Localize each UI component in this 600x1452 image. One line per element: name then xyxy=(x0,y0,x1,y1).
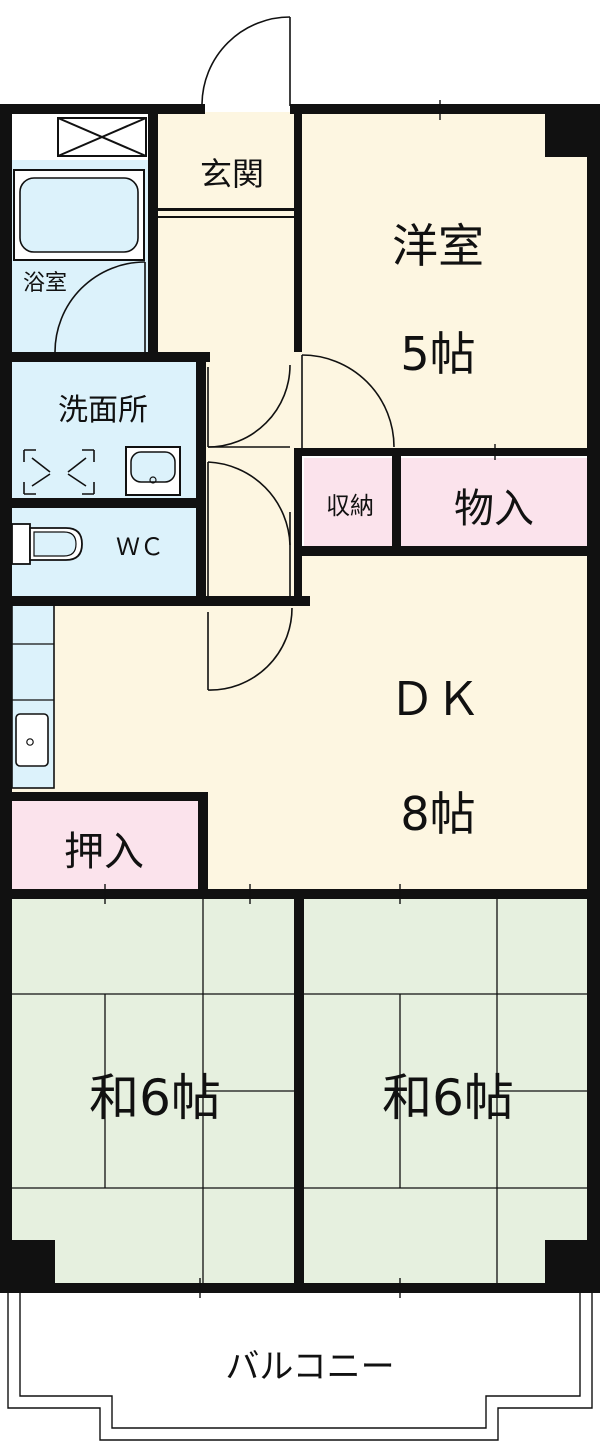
label-toilet: ＷＣ xyxy=(116,533,164,561)
labels: 玄関 洋室 5帖 浴室 洗面所 ＷＣ 収納 物入 ＤＫ 8帖 押入 和6帖 和6… xyxy=(23,155,534,1387)
label-dk: ＤＫ xyxy=(389,672,481,726)
windows xyxy=(104,100,496,1298)
label-oshiire: 押入 xyxy=(64,829,144,875)
label-japanese-room-left: 和6帖 xyxy=(89,1069,221,1127)
washbasin-icon xyxy=(125,446,181,496)
floor-storage-small xyxy=(304,458,396,548)
toilet-icon xyxy=(11,523,83,565)
label-western-room: 洋室 xyxy=(392,219,484,273)
bathtub-icon xyxy=(13,169,145,261)
label-japanese-room-right: 和6帖 xyxy=(382,1069,514,1127)
kitchen-sink-icon xyxy=(11,602,55,789)
label-storage-small: 収納 xyxy=(326,492,374,520)
tatami-lines xyxy=(10,898,587,1283)
floor-storage-closet xyxy=(401,458,587,548)
label-western-room-size: 5帖 xyxy=(400,327,475,381)
label-balcony: バルコニー xyxy=(225,1347,394,1387)
label-bath: 浴室 xyxy=(23,271,67,296)
floor-oshiire xyxy=(12,800,200,890)
doors xyxy=(54,16,395,691)
label-entrance: 玄関 xyxy=(200,155,264,193)
balcony xyxy=(7,1293,593,1441)
label-storage-closet: 物入 xyxy=(454,486,534,532)
washing-machine-icon xyxy=(23,449,95,495)
ventilation-icon xyxy=(57,117,147,157)
floor-western-room xyxy=(300,112,590,452)
label-dk-size: 8帖 xyxy=(400,787,475,841)
label-washroom: 洗面所 xyxy=(58,393,148,428)
